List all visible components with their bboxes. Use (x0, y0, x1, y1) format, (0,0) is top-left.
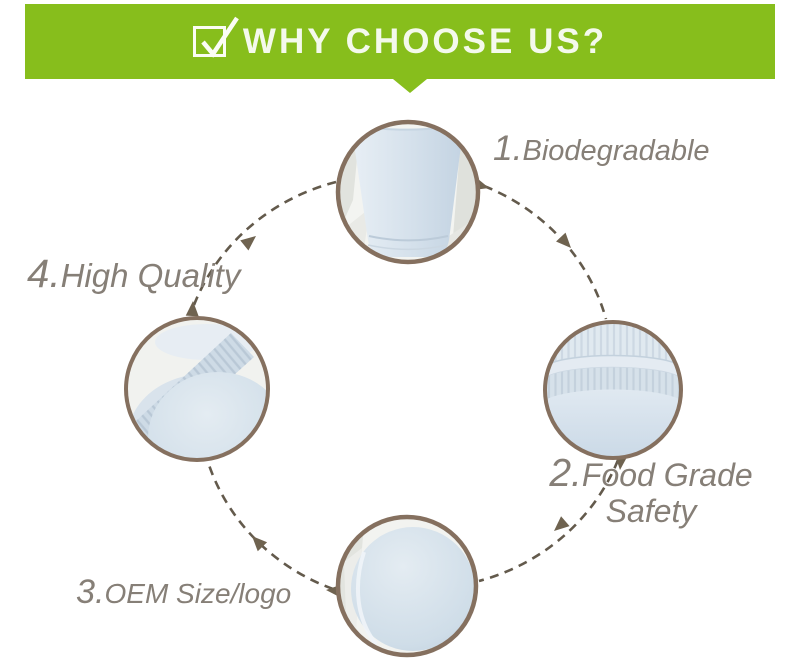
arc-bottom-to-left (205, 458, 334, 591)
label-number: 3. (76, 573, 105, 611)
checked-checkbox-icon (192, 16, 239, 58)
photo-ring (335, 119, 481, 265)
arc-left-to-top (192, 179, 341, 306)
why-choose-us-banner: WHY CHOOSE US? (25, 4, 775, 93)
label-line-2: Safety (536, 493, 766, 529)
label-text: Safety (605, 493, 697, 529)
label-number: 2. (549, 452, 582, 495)
flow-arrowhead (554, 516, 570, 531)
banner-pointer (393, 79, 427, 93)
label-text: High Quality (60, 257, 241, 294)
label-text: Food Grade (581, 457, 753, 493)
label-food-grade-safety: 2.Food Grade Safety (536, 454, 766, 529)
photo-ring (543, 320, 683, 460)
flow-arrowhead (240, 236, 256, 251)
flow-arrowhead (252, 536, 268, 552)
label-line-1: 2.Food Grade (536, 454, 766, 493)
product-photo-right (543, 320, 683, 460)
flow-arrowhead (556, 232, 571, 248)
arc-top-to-right (483, 184, 608, 320)
flow-arrowhead (185, 301, 199, 317)
label-number: 4. (27, 251, 61, 296)
product-photo-left (124, 316, 270, 462)
photo-ring (335, 514, 479, 658)
product-photo-top (335, 119, 481, 265)
label-high-quality: 4.High Quality (27, 251, 240, 297)
arc-right-to-bottom (478, 459, 620, 583)
label-number: 1. (493, 129, 523, 168)
photo-ring (124, 316, 270, 462)
label-biodegradable: 1.Biodegradable (493, 129, 710, 169)
product-photo-bottom (335, 514, 479, 658)
banner-title: WHY CHOOSE US? (242, 21, 608, 61)
label-text: Biodegradable (522, 135, 710, 167)
label-text: OEM Size/logo (104, 578, 292, 609)
label-oem-size-logo: 3.OEM Size/logo (76, 573, 291, 612)
